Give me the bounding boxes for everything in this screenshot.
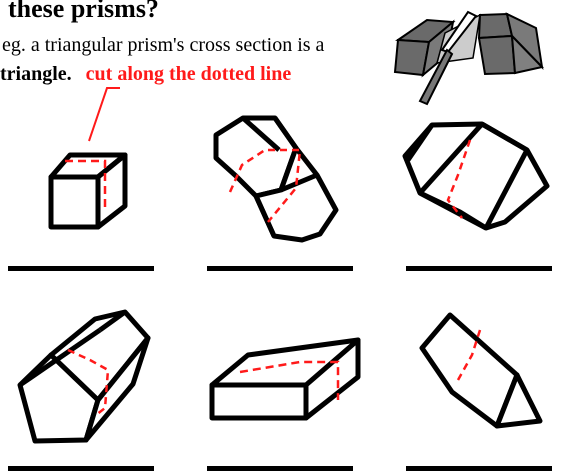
prism-cube: [48, 152, 128, 230]
hexagonal-cut-line: [446, 139, 472, 219]
octagonal-cut-line: [228, 148, 302, 223]
cube-cut-line: [65, 159, 107, 212]
triangular-cut-line: [456, 329, 482, 381]
prism-rectangular: [209, 337, 361, 421]
answer-line-2[interactable]: [207, 266, 353, 271]
instruction-bold-word: triangle.: [0, 63, 72, 85]
prism-hexagonal: [402, 121, 550, 231]
answer-line-6[interactable]: [406, 466, 552, 471]
prism-octagonal: [213, 115, 339, 243]
answer-line-1[interactable]: [8, 266, 154, 271]
pentagonal-cut-line: [67, 348, 110, 416]
annotation-pointer: [88, 87, 120, 142]
instruction-line-1: eg. a triangular prism's cross section i…: [2, 34, 325, 56]
prism-pentagonal: [17, 309, 151, 444]
answer-line-5[interactable]: [207, 466, 353, 471]
cut-annotation-label: cut along the dotted line: [85, 63, 292, 85]
knife-cutting-prism-icon: [393, 10, 544, 106]
answer-line-3[interactable]: [406, 266, 552, 271]
rectangular-cut-line: [239, 360, 340, 400]
answer-line-4[interactable]: [8, 466, 154, 471]
prism-triangular: [419, 312, 543, 429]
instruction-line-2: triangle. cut along the dotted line: [0, 62, 291, 86]
page-title: these prisms?: [8, 0, 159, 23]
